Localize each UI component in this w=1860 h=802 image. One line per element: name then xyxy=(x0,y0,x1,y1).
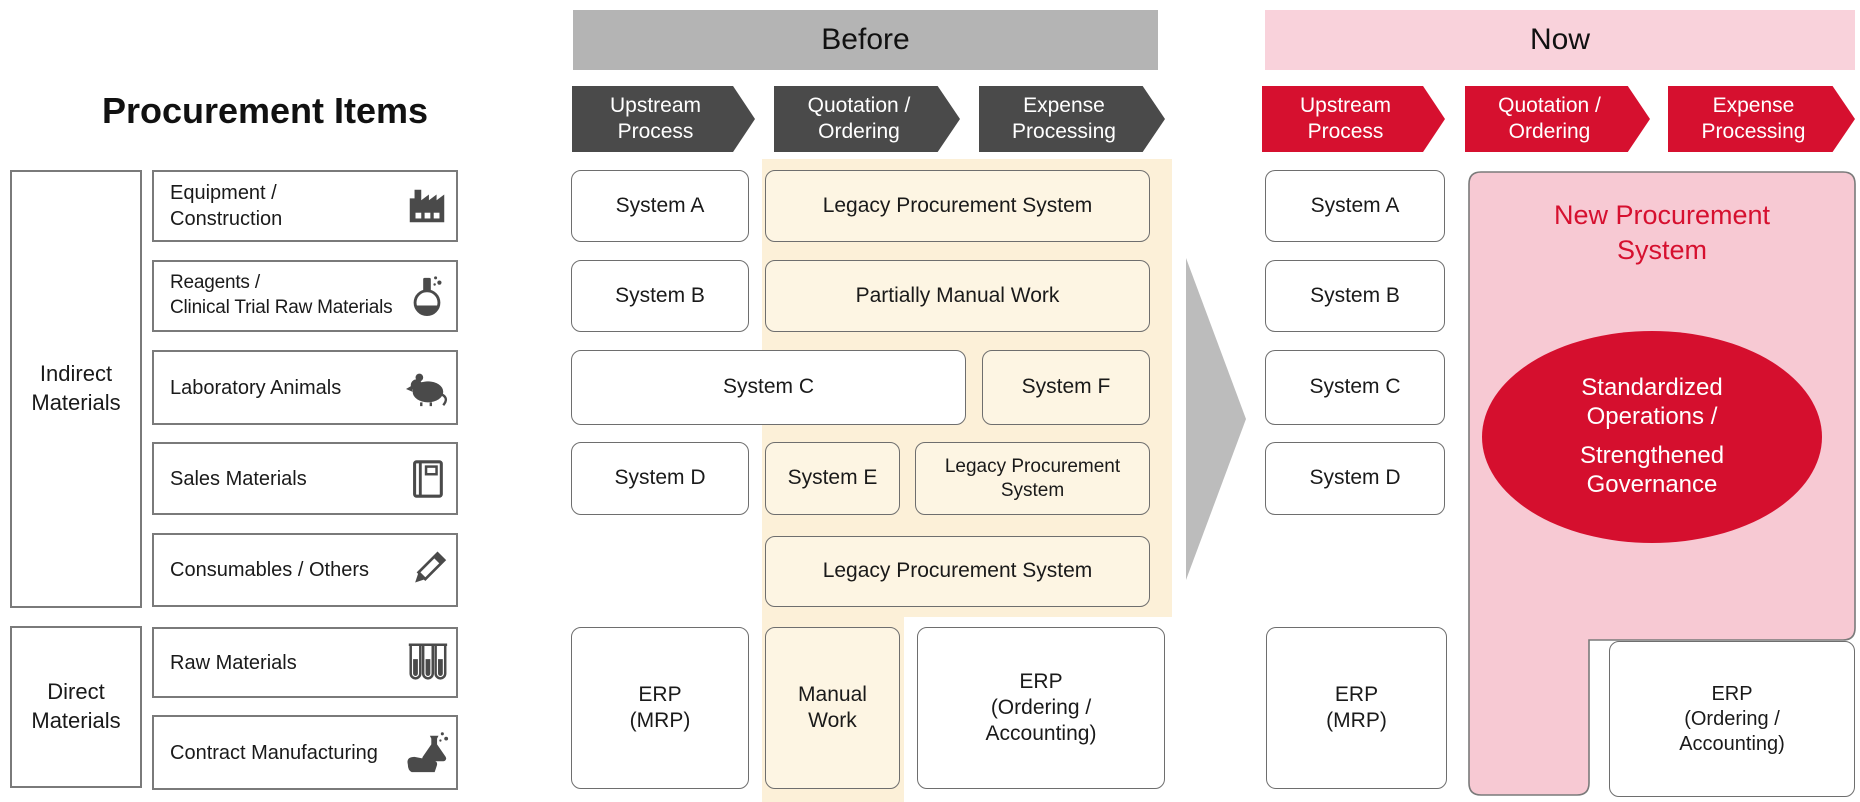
now-box-system-c: System C xyxy=(1265,350,1445,425)
hand-flask-icon xyxy=(404,730,450,776)
before-box-partially-manual-work: Partially Manual Work xyxy=(765,260,1150,332)
item-contract-manufacturing: Contract Manufacturing xyxy=(152,715,458,790)
before-box-legacy-procurement-row4: Legacy Procurement System xyxy=(915,442,1150,515)
before-step-upstream-process: Upstream Process xyxy=(572,86,755,152)
before-box-system-b: System B xyxy=(571,260,749,332)
item-reagents-clinical-trial: Reagents / Clinical Trial Raw Materials xyxy=(152,260,458,332)
book-icon xyxy=(404,456,450,502)
item-label: Consumables / Others xyxy=(170,559,369,581)
item-sales-materials: Sales Materials xyxy=(152,442,458,515)
before-box-manual-work: Manual Work xyxy=(765,627,900,789)
now-box-system-d: System D xyxy=(1265,442,1445,515)
category-direct-materials: Direct Materials xyxy=(10,626,142,788)
new-procurement-system-title: New Procurement System xyxy=(1553,200,1771,266)
now-step-quotation-ordering: Quotation / Ordering xyxy=(1465,86,1650,152)
item-label: Contract Manufacturing xyxy=(170,741,378,764)
before-box-legacy-procurement-row5: Legacy Procurement System xyxy=(765,536,1150,607)
item-label: Sales Materials xyxy=(170,467,307,490)
before-header: Before xyxy=(573,10,1158,70)
pencil-icon xyxy=(404,547,450,593)
test-tubes-icon xyxy=(404,640,450,686)
item-consumables-others: Consumables / Others xyxy=(152,533,458,607)
page-title: Procurement Items xyxy=(101,90,429,131)
now-header-label: Now xyxy=(1529,23,1590,56)
standardized-governance-ellipse: Standardized Operations / Strengthened G… xyxy=(1482,331,1822,543)
before-box-system-e: System E xyxy=(765,442,900,515)
before-box-system-a: System A xyxy=(571,170,749,242)
before-box-erp-mrp: ERP (MRP) xyxy=(571,627,749,789)
item-label: Laboratory Animals xyxy=(170,376,342,399)
before-box-system-f: System F xyxy=(982,350,1150,425)
now-box-system-b: System B xyxy=(1265,260,1445,332)
item-label: Raw Materials xyxy=(170,651,297,674)
mouse-icon xyxy=(404,365,450,411)
now-box-erp-ordering-accounting: ERP (Ordering / Accounting) xyxy=(1609,641,1855,797)
now-header: Now xyxy=(1265,10,1855,70)
now-box-system-a: System A xyxy=(1265,170,1445,242)
item-label: Reagents / Clinical Trial Raw Materials xyxy=(170,272,393,318)
ellipse-line-1: Standardized Operations / xyxy=(1581,374,1723,431)
round-flask-icon xyxy=(404,273,450,319)
ellipse-line-2: Strengthened Governance xyxy=(1579,442,1725,498)
before-step-expense-processing: Expense Processing xyxy=(979,86,1165,152)
category-indirect-materials: Indirect Materials xyxy=(10,170,142,608)
before-box-system-d: System D xyxy=(571,442,749,515)
before-box-erp-ordering-accounting: ERP (Ordering / Accounting) xyxy=(917,627,1165,789)
transition-arrow-icon xyxy=(1186,258,1246,580)
item-laboratory-animals: Laboratory Animals xyxy=(152,350,458,425)
item-raw-materials: Raw Materials xyxy=(152,627,458,698)
before-box-legacy-procurement-row1: Legacy Procurement System xyxy=(765,170,1150,242)
factory-icon xyxy=(404,183,450,229)
item-equipment-construction: Equipment / Construction xyxy=(152,170,458,242)
before-step-quotation-ordering: Quotation / Ordering xyxy=(774,86,960,152)
now-box-erp-mrp: ERP (MRP) xyxy=(1266,627,1447,789)
before-box-system-c: System C xyxy=(571,350,966,425)
now-step-upstream-process: Upstream Process xyxy=(1262,86,1445,152)
now-step-expense-processing: Expense Processing xyxy=(1668,86,1855,152)
before-header-label: Before xyxy=(821,23,910,56)
item-label: Equipment / Construction xyxy=(170,182,283,230)
